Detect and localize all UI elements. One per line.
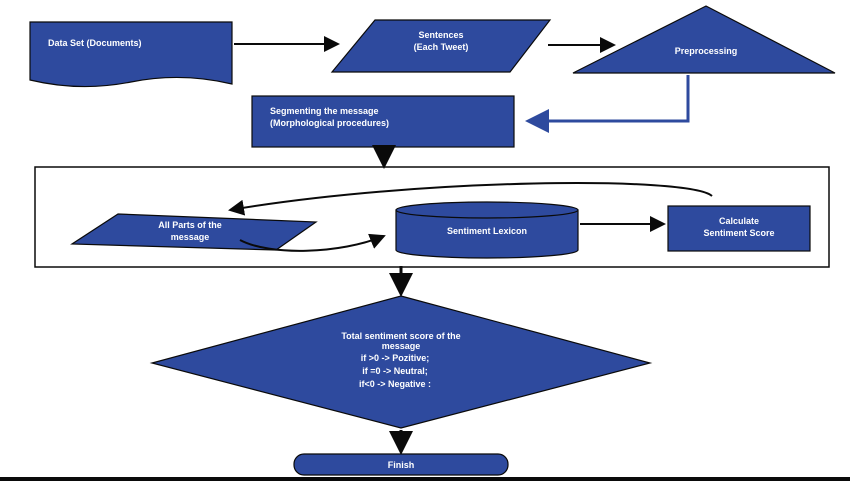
preprocessing-label: Preprocessing xyxy=(675,46,738,56)
decision-label-2: message xyxy=(382,341,421,351)
all-parts-label-2: message xyxy=(171,232,210,242)
process-container xyxy=(34,166,830,268)
finish-node: Finish xyxy=(293,453,509,476)
decision-label-3: if >0 -> Pozitive; xyxy=(361,353,430,363)
sentences-label-1: Sentences xyxy=(418,30,463,40)
arrow-allparts-lexicon xyxy=(239,233,386,252)
all-parts-label-1: All Parts of the xyxy=(158,220,222,230)
arrow-preprocessing-segmenting xyxy=(525,75,690,133)
decision-label-5: if<0 -> Negative : xyxy=(359,379,431,389)
dataset-label: Data Set (Documents) xyxy=(48,38,142,48)
finish-label: Finish xyxy=(388,460,415,470)
all-parts-node: All Parts of the message xyxy=(70,213,318,251)
arrow-calculate-allparts xyxy=(228,182,713,216)
decision-label-1: Total sentiment score of the xyxy=(341,331,460,341)
decision-node: Total sentiment score of the message if … xyxy=(149,295,653,429)
segmenting-label-1: Segmenting the message xyxy=(270,106,379,116)
calculate-node: Calculate Sentiment Score xyxy=(667,205,811,252)
bottom-border xyxy=(0,477,850,481)
calculate-label-1: Calculate xyxy=(719,216,759,226)
lexicon-node: Sentiment Lexicon xyxy=(395,201,579,259)
dataset-node: Data Set (Documents) xyxy=(29,21,233,88)
decision-label-4: if =0 -> Neutral; xyxy=(362,366,428,376)
calculate-label-2: Sentiment Score xyxy=(703,228,774,238)
lexicon-label: Sentiment Lexicon xyxy=(447,226,527,236)
preprocessing-node: Preprocessing xyxy=(572,5,836,74)
segmenting-label-2: (Morphological procedures) xyxy=(270,118,389,128)
segmenting-node: Segmenting the message (Morphological pr… xyxy=(251,95,515,148)
sentences-label-2: (Each Tweet) xyxy=(414,42,469,52)
sentences-node: Sentences (Each Tweet) xyxy=(330,19,552,73)
